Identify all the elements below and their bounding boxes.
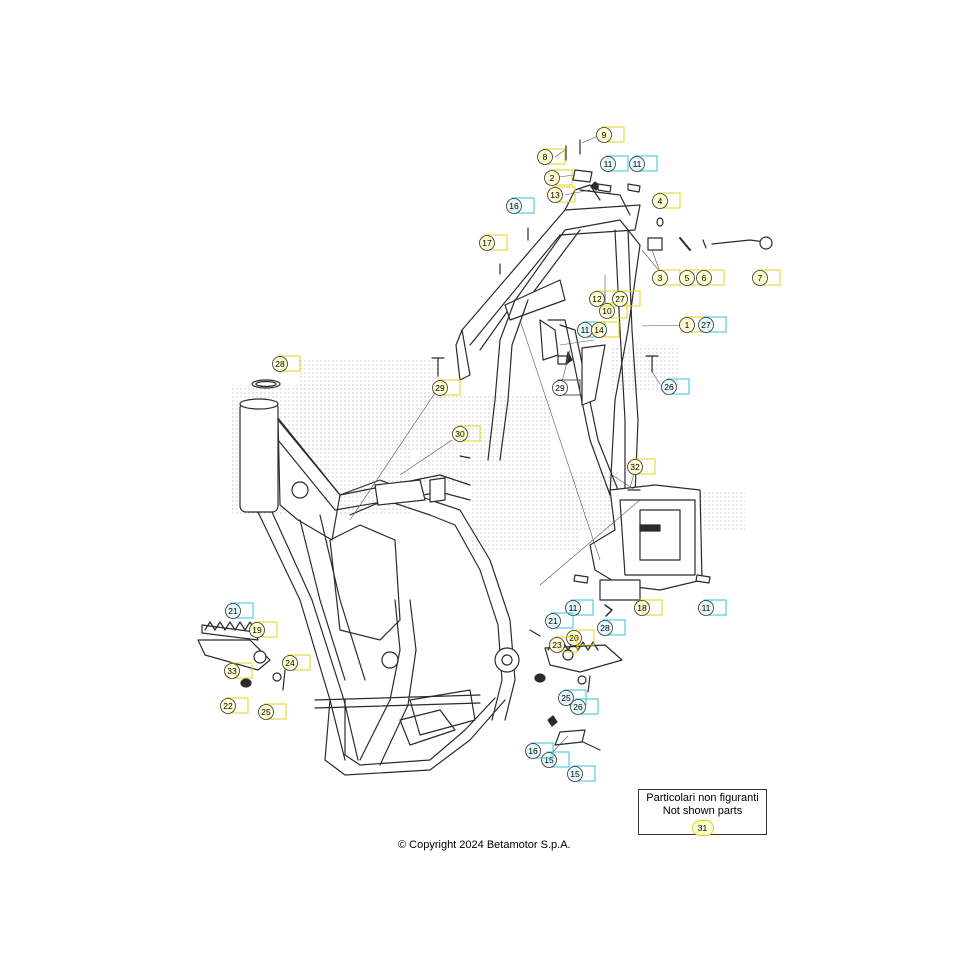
callout-27: 27	[612, 290, 641, 307]
callout-number: 17	[482, 238, 492, 248]
not-shown-parts-english: Not shown parts	[662, 805, 743, 817]
callout-17: 17	[479, 234, 508, 251]
callout-29: 29	[552, 379, 581, 396]
callout-number: 33	[227, 666, 237, 676]
not-shown-parts-number: 31	[691, 820, 714, 836]
callout-number: 6	[702, 273, 707, 283]
callout-number: 14	[594, 325, 604, 335]
callout-26: 26	[570, 698, 599, 715]
callout-25: 25	[258, 703, 287, 720]
callout-number: 15	[544, 755, 554, 765]
callout-number: 27	[615, 294, 625, 304]
callout-11: 11	[565, 599, 594, 616]
callout-7: 7	[752, 269, 781, 286]
callout-number: 13	[550, 190, 560, 200]
callout-number: 30	[455, 429, 465, 439]
callout-number: 22	[223, 701, 233, 711]
callout-number: 8	[543, 152, 548, 162]
callout-11: 11	[600, 155, 629, 172]
callout-23: 23	[549, 636, 578, 653]
callout-number: 11	[604, 159, 613, 169]
callout-2: 2	[544, 169, 573, 186]
callout-number: 32	[630, 462, 640, 472]
callout-number: 11	[633, 159, 642, 169]
callout-number: 25	[561, 693, 571, 703]
callout-number: 29	[435, 383, 445, 393]
callout-27: 27	[698, 316, 727, 333]
callout-number: 11	[702, 603, 711, 613]
callout-number: 28	[600, 623, 610, 633]
callout-number: 21	[228, 606, 238, 616]
callout-19: 19	[249, 621, 278, 638]
callout-24: 24	[282, 654, 311, 671]
callout-8: 8	[537, 148, 566, 165]
callout-28: 28	[272, 355, 301, 372]
callout-12: 12	[589, 290, 618, 307]
callout-29: 29	[432, 379, 461, 396]
not-shown-parts-box: Particolari non figuranti Not shown part…	[638, 789, 767, 836]
halftone-watermark	[230, 345, 745, 550]
callout-number: 26	[664, 382, 674, 392]
callout-11: 11	[629, 155, 658, 172]
callout-10: 10	[599, 302, 628, 319]
callout-number: 16	[509, 201, 519, 211]
callout-20: 20	[566, 629, 595, 646]
callout-number: 18	[637, 603, 647, 613]
callout-16: 16	[506, 197, 535, 214]
callout-21: 21	[545, 612, 574, 629]
callout-number: 16	[528, 746, 538, 756]
callout-4: 4	[652, 192, 681, 209]
callout-number: 21	[548, 616, 558, 626]
callout-33: 33	[224, 662, 253, 679]
callout-number: 10	[602, 306, 612, 316]
callout-14: 14	[591, 321, 620, 338]
callout-26: 26	[661, 378, 690, 395]
callout-number: 28	[275, 359, 285, 369]
callout-number: 27	[701, 320, 711, 330]
callout-number: 11	[581, 325, 590, 335]
callout-number: 25	[261, 707, 271, 717]
callout-number: 3	[658, 273, 663, 283]
callout-number: 29	[555, 383, 565, 393]
frame-drawing	[197, 139, 773, 776]
callout-21: 21	[225, 602, 254, 619]
callout-18: 18	[634, 599, 663, 616]
callout-number: 20	[569, 633, 579, 643]
callout-number: 5	[685, 273, 690, 283]
callout-3: 3	[652, 269, 681, 286]
copyright-notice: © Copyright 2024 Betamotor S.p.A.	[398, 839, 571, 851]
leader-lines	[349, 134, 691, 761]
callout-number: 11	[569, 603, 578, 613]
callout-11: 11	[698, 599, 727, 616]
callout-22: 22	[220, 697, 249, 714]
not-shown-parts-italian: Particolari non figuranti	[646, 792, 759, 804]
callout-15: 15	[541, 751, 570, 768]
callout-30: 30	[452, 425, 481, 442]
callout-15: 15	[567, 765, 596, 782]
callout-number: 24	[285, 658, 295, 668]
callout-28: 28	[597, 619, 626, 636]
callout-9: 9	[596, 126, 625, 143]
callout-6: 6	[696, 269, 725, 286]
callout-number: 12	[592, 294, 602, 304]
callout-number: 23	[552, 640, 562, 650]
callout-13: 13	[547, 186, 576, 203]
callout-number: 19	[252, 625, 262, 635]
callout-number: 1	[685, 320, 690, 330]
callout-number: 7	[758, 273, 763, 283]
callout-number: 2	[550, 173, 555, 183]
callout-32: 32	[627, 458, 656, 475]
callout-number: 26	[573, 702, 583, 712]
callout-number: 15	[570, 769, 580, 779]
callout-number: 9	[602, 130, 607, 140]
callout-number: 4	[658, 196, 663, 206]
callout-16: 16	[525, 742, 554, 759]
